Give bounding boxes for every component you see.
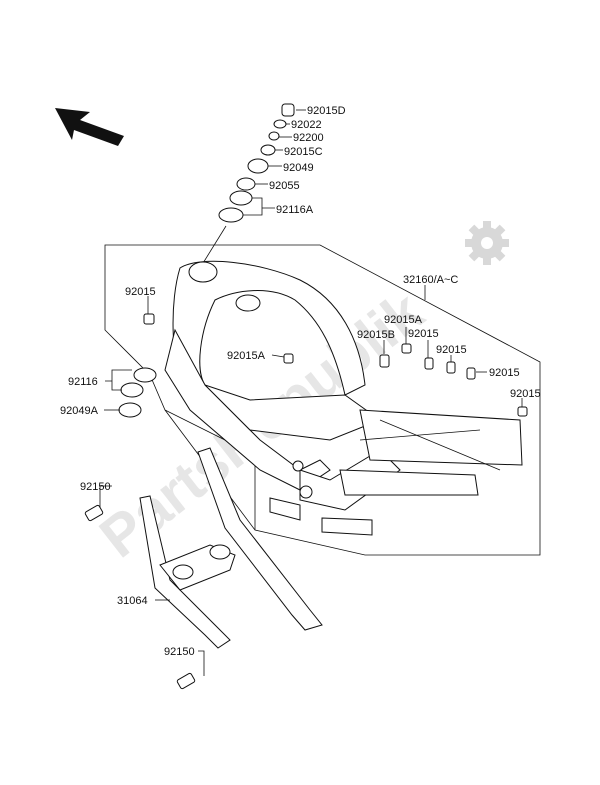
- engine-mount-bracket: [84, 447, 323, 690]
- direction-arrow-icon: [55, 108, 124, 146]
- label-92015-r4: 92015: [510, 388, 541, 400]
- label-92049: 92049: [283, 162, 314, 174]
- lower-bearing-parts: [118, 367, 157, 418]
- label-92015C: 92015C: [284, 146, 323, 158]
- label-92116A: 92116A: [276, 204, 314, 216]
- label-92015-left: 92015: [125, 286, 156, 298]
- label-92150-top: 92150: [80, 481, 111, 493]
- label-92022: 92022: [291, 119, 322, 131]
- part-labels: 92015D 92022 92200 92015C 92049 92055 92…: [60, 105, 541, 658]
- label-92015-r1: 92015: [408, 328, 439, 340]
- label-92150-bottom: 92150: [164, 646, 195, 658]
- label-92049A: 92049A: [60, 405, 99, 417]
- label-92015B: 92015B: [357, 329, 395, 341]
- frame-bolts: [143, 313, 528, 417]
- label-92015D: 92015D: [307, 105, 346, 117]
- label-92116: 92116: [68, 376, 98, 388]
- leader-lines: [99, 109, 523, 676]
- label-92015A-right: 92015A: [384, 314, 423, 326]
- label-92015A-mid: 92015A: [227, 350, 266, 362]
- label-92015-r2: 92015: [436, 344, 467, 356]
- label-92015-r3: 92015: [489, 367, 520, 379]
- main-frame: [164, 260, 523, 536]
- label-32160: 32160/A~C: [403, 274, 458, 286]
- label-92200: 92200: [293, 132, 324, 144]
- gear-icon: [465, 221, 509, 265]
- bearing-stack: [199, 103, 295, 269]
- label-92055: 92055: [269, 180, 300, 192]
- assembly-outline: [104, 244, 541, 556]
- label-31064: 31064: [117, 595, 148, 607]
